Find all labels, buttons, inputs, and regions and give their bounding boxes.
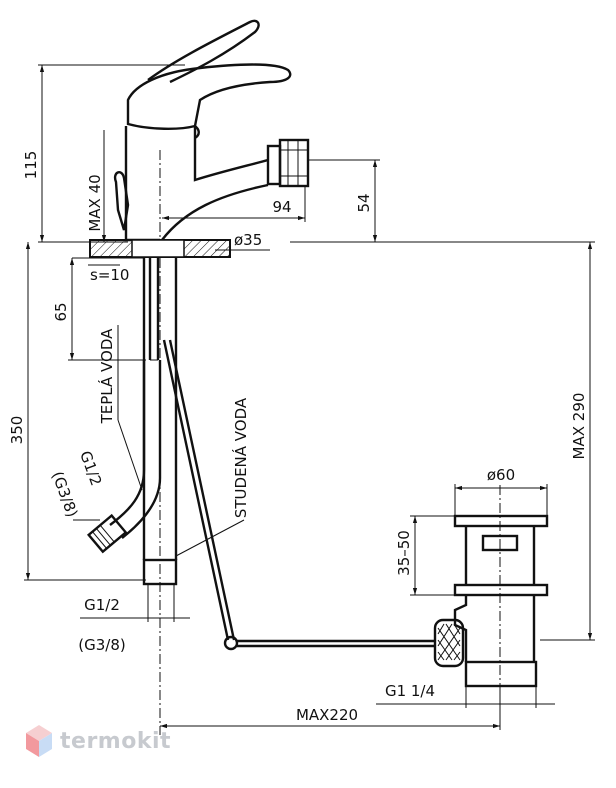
dim-max-290: MAX 290 [570,393,588,460]
brand-name: termokit [60,728,172,754]
dim-g12-main: G1/2 [84,596,120,614]
label-cold-water: STUDENÁ VODA [231,397,250,518]
dim-65: 65 [52,302,70,321]
dim-g38-side: (G3/8) [48,469,81,520]
dim-94: 94 [272,198,291,216]
dim-54: 54 [355,193,373,212]
dim-g38-main: (G3/8) [78,636,125,654]
termokit-logo-icon [26,725,52,757]
dim-s-10: s=10 [90,266,129,284]
dim-max-40: MAX 40 [86,174,104,231]
dim-350: 350 [8,416,26,445]
dim-phi-60: ø60 [487,466,515,484]
termokit-watermark: termokit [24,723,171,759]
label-hot-water: TEPLÁ VODA [97,328,116,425]
dim-phi-35: ø35 [234,231,262,249]
drain-waste [433,514,549,688]
dim-35-50: 35–50 [395,530,413,576]
dimension-lines [24,64,595,730]
dim-g12-side: G1/2 [76,448,105,488]
faucet-body [86,19,435,651]
dim-g1-14: G1 1/4 [385,682,435,700]
dim-115: 115 [22,151,40,180]
dim-max-220: MAX220 [296,706,358,724]
dimension-text: 115 MAX 40 54 94 ø35 s=10 65 350 MAX 290… [8,151,588,724]
